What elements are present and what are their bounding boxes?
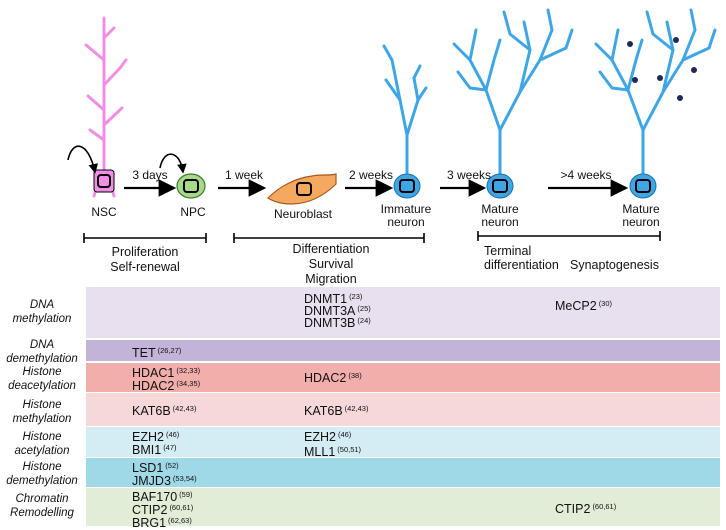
stage-label-npc: NPC	[180, 205, 206, 219]
cell-ezh2-left: EZH2(46)	[132, 430, 180, 444]
cell-lsd1: LSD1(52)	[132, 461, 179, 475]
cell-jmjd3: JMJD3(53,54)	[132, 474, 197, 488]
cell-baf170: BAF170(59)	[132, 490, 193, 504]
self-renewal-arrow	[67, 145, 98, 174]
row-label-histone-deacetylation: Histone deacetylation	[8, 366, 76, 392]
stage-label-nsc: NSC	[91, 205, 117, 219]
cell-mecp2: MeCP2(30)	[555, 299, 613, 313]
row-band-histone-demethylation	[86, 458, 720, 487]
row-band-dna-methylation	[86, 287, 720, 338]
row-label-histone-acetylation: Histone acetylation	[14, 431, 70, 457]
row-label-histone-methylation: Histone methylation	[12, 399, 72, 425]
cell-kat6b-mid: KAT6B(42,43)	[304, 404, 369, 418]
arrow-label-1-week: 1 week	[224, 168, 264, 182]
arrow-label-3-weeks: 3 weeks	[446, 168, 492, 182]
immature-neuron-icon	[382, 44, 428, 199]
cell-ctip2-left: CTIP2(60,61)	[132, 503, 194, 517]
phase-proliferation: Proliferation Self-renewal	[110, 245, 180, 274]
stage-label-mature-2: Mature neuron	[622, 202, 660, 229]
row-band-dna-demethylation	[86, 340, 720, 361]
stage-label-immature: Immature neuron	[380, 202, 432, 229]
phase-terminal: Terminal differentiation	[484, 244, 559, 272]
row-band-chromatin-remodelling	[86, 488, 720, 526]
npc-self-renewal-arrow	[159, 153, 187, 174]
stage-label-neuroblast: Neuroblast	[273, 207, 333, 221]
cell-brg1: BRG1(62,63)	[132, 516, 192, 530]
cell-tet: TET(26,27)	[132, 346, 182, 360]
row-label-dna-demethylation: DNA demethylation	[6, 339, 78, 365]
arrow-label-2-weeks: 2 weeks	[348, 168, 394, 182]
cell-dnmt3b: DNMT3B(24)	[304, 316, 371, 330]
cell-kat6b-left: KAT6B(42,43)	[132, 404, 197, 418]
diagram-svg	[67, 8, 717, 243]
lineage-diagram: NSC NPC Neuroblast Immature neuron Matur…	[67, 8, 717, 286]
cell-dnmt3a: DNMT3A(25)	[304, 304, 371, 318]
cell-ctip2-right: CTIP2(60,61)	[555, 502, 617, 516]
arrow-label-3-days: 3 days	[132, 168, 168, 182]
synapse-dots	[627, 37, 697, 101]
phase-synaptogenesis: Synaptogenesis	[570, 258, 659, 272]
row-band-histone-deacetylation	[86, 363, 720, 392]
mature-neuron-icon-2	[594, 8, 717, 199]
row-band-histone-acetylation	[86, 427, 720, 457]
row-label-chromatin-remodelling: Chromatin Remodelling	[10, 493, 74, 519]
phase-brackets	[83, 231, 661, 243]
neuroblast-cell-icon	[267, 173, 337, 205]
cell-bmi1: BMI1(47)	[132, 443, 177, 457]
nsc-cell-icon	[84, 16, 128, 198]
mature-neuron-icon-1	[452, 8, 574, 199]
arrow-label-4-weeks: >4 weeks	[560, 168, 612, 182]
cell-hdac1: HDAC1(32,33)	[132, 366, 201, 380]
row-label-dna-methylation: DNA methylation	[12, 299, 72, 325]
row-label-histone-demethylation: Histone demethylation	[6, 461, 78, 487]
stage-label-mature-1: Mature neuron	[481, 202, 519, 229]
npc-cell-icon	[176, 173, 206, 199]
row-band-histone-methylation	[86, 393, 720, 426]
phase-differentiation: Differentiation Survival Migration	[292, 242, 370, 286]
cell-hdac2-mid: HDAC2(38)	[304, 371, 362, 385]
cell-ezh2-mid: EZH2(46)	[304, 430, 352, 444]
cell-hdac2-left: HDAC2(34,35)	[132, 379, 201, 393]
cell-mll1: MLL1(50,51)	[304, 445, 362, 459]
cell-dnmt1: DNMT1(23)	[304, 292, 363, 306]
